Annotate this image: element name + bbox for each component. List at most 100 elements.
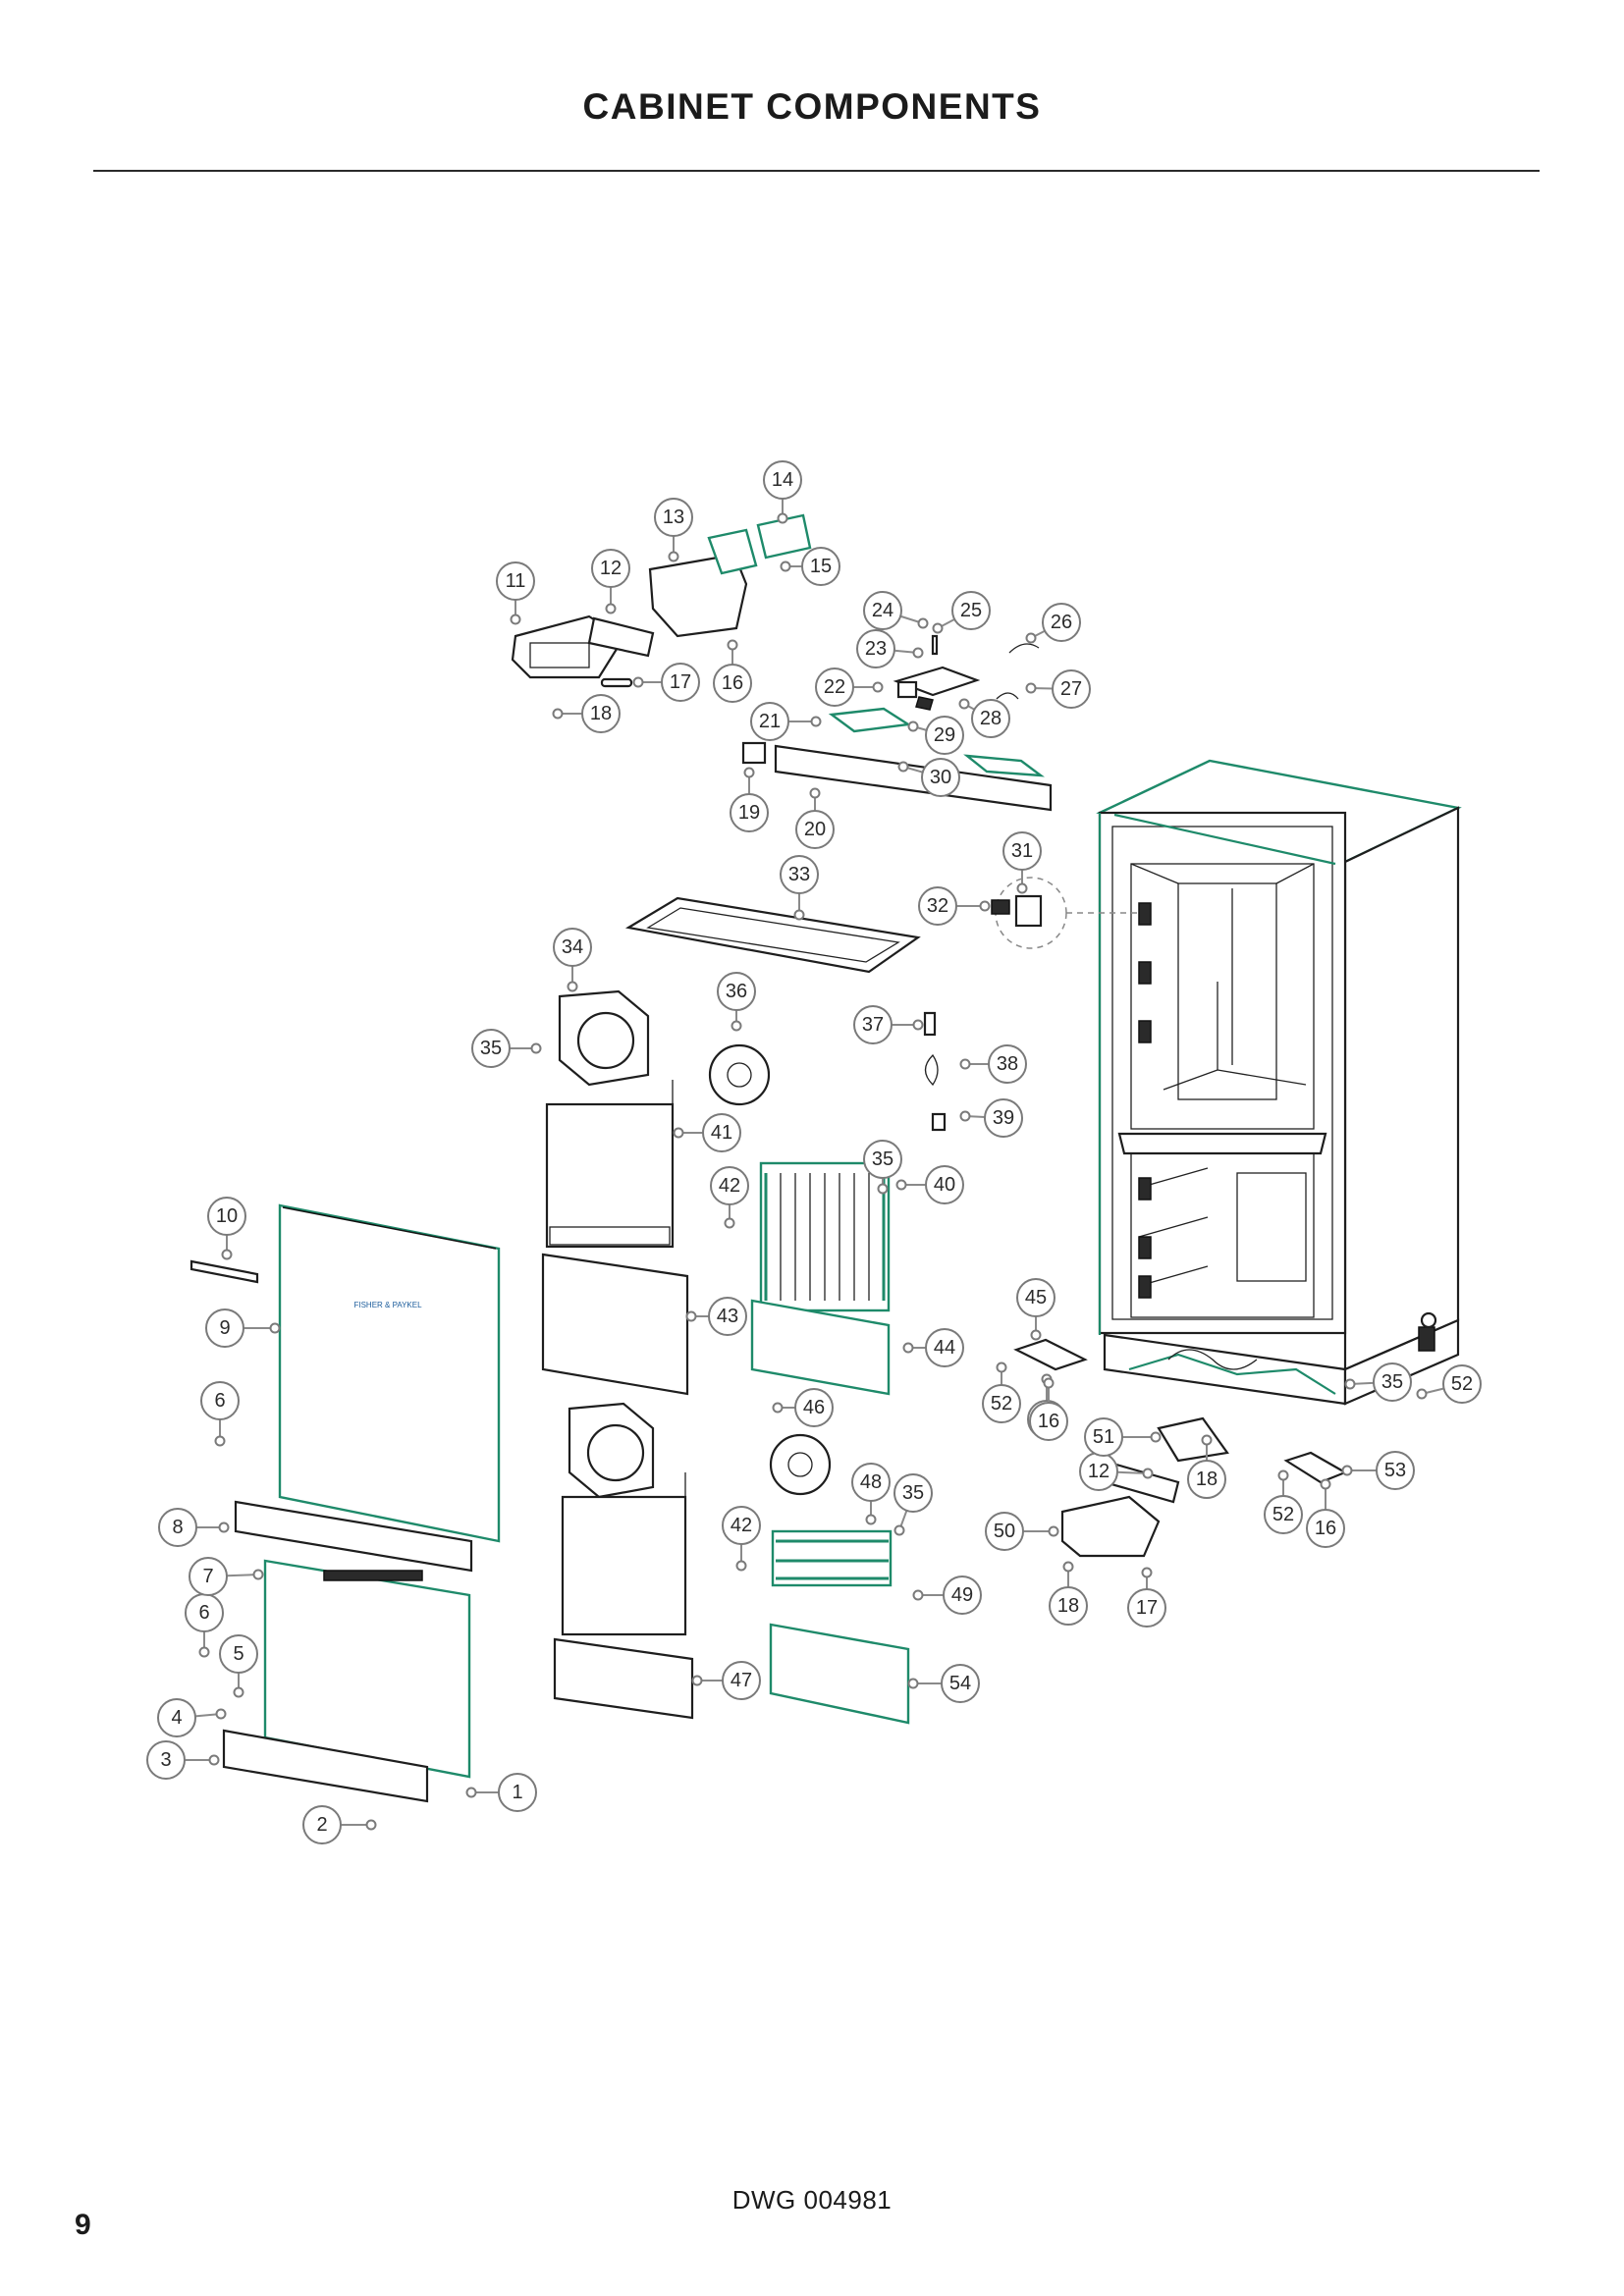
callout-number: 42 (719, 1175, 740, 1197)
callout-17: 17 (632, 663, 700, 702)
leader-dot (777, 512, 788, 524)
callout-29: 29 (907, 716, 964, 755)
callout-circle (1306, 1509, 1345, 1548)
leader-dot (958, 698, 970, 710)
callout-circle (1187, 1460, 1226, 1499)
callout-circle (951, 591, 991, 630)
callout-number: 42 (731, 1515, 752, 1536)
callout-12: 12 (1079, 1452, 1154, 1491)
callout-circle (146, 1740, 186, 1780)
callout-31: 31 (1002, 831, 1042, 894)
callout-number: 41 (711, 1122, 732, 1144)
leader-dot (724, 1217, 735, 1229)
callout-circle (925, 1328, 964, 1367)
callout-number: 18 (1057, 1595, 1079, 1617)
callout-49: 49 (912, 1575, 982, 1615)
callout-circle (925, 1165, 964, 1204)
callout-number: 5 (233, 1643, 244, 1665)
callout-circle (1084, 1417, 1123, 1457)
callout-number: 34 (562, 936, 583, 958)
callout-circle (498, 1773, 537, 1812)
callout-circle (851, 1463, 891, 1502)
leader-dot (727, 639, 738, 651)
callout-13: 13 (654, 498, 693, 562)
callout-41: 41 (673, 1113, 741, 1152)
callout-number: 20 (804, 819, 826, 840)
callout-42: 42 (722, 1506, 761, 1572)
callout-number: 6 (198, 1602, 209, 1624)
callout-47: 47 (691, 1661, 761, 1700)
callout-circle (918, 886, 957, 926)
leader-dot (932, 622, 944, 634)
callout-circle (581, 694, 621, 733)
callout-number: 4 (171, 1707, 182, 1729)
callout-circle (984, 1098, 1023, 1138)
callout-circle (1016, 1278, 1056, 1317)
callout-number: 38 (997, 1053, 1018, 1075)
callout-number: 49 (951, 1584, 973, 1606)
callout-circle (795, 810, 835, 849)
callout-28: 28 (958, 698, 1010, 738)
callout-number: 12 (1088, 1461, 1110, 1482)
callout-18: 18 (1049, 1561, 1088, 1626)
callout-number: 40 (934, 1174, 955, 1196)
door-assembly: FISHER & PAYKEL (189, 1203, 501, 1803)
callout-40: 40 (895, 1165, 964, 1204)
leader-dot (567, 981, 578, 992)
callout-number: 36 (726, 981, 747, 1002)
callout-number: 48 (860, 1471, 882, 1493)
callout-37: 37 (853, 1005, 924, 1044)
callout-35: 35 (1344, 1362, 1412, 1402)
callout-circle (982, 1384, 1021, 1423)
leader-dot (912, 1589, 924, 1601)
upper-fan-evaporator (541, 989, 947, 1396)
callout-number: 2 (316, 1814, 327, 1836)
callout-50: 50 (985, 1512, 1059, 1551)
callout-number: 54 (949, 1673, 971, 1694)
callout-6: 6 (185, 1593, 224, 1658)
leader-dot (897, 761, 909, 773)
callout-1: 1 (465, 1773, 537, 1812)
callout-circle (801, 547, 840, 586)
leader-dot (221, 1249, 233, 1260)
leader-dot (959, 1058, 971, 1070)
callout-number: 32 (927, 895, 948, 917)
callout-number: 16 (1038, 1411, 1059, 1432)
callout-circle (921, 758, 960, 797)
callout-circle (722, 1661, 761, 1700)
leader-dot (214, 1435, 226, 1447)
callout-number: 1 (512, 1782, 522, 1803)
leader-dot (510, 614, 521, 625)
callout-32: 32 (918, 886, 991, 926)
callout-11: 11 (496, 561, 535, 625)
leader-dot (793, 909, 805, 921)
leader-dot (996, 1362, 1007, 1373)
callout-circle (471, 1029, 511, 1068)
callout-number: 37 (862, 1014, 884, 1036)
callout-circle (717, 972, 756, 1011)
callout-54: 54 (907, 1664, 980, 1703)
callout-51: 51 (1084, 1417, 1162, 1457)
callout-21: 21 (750, 702, 822, 741)
leader-dot (530, 1042, 542, 1054)
leader-dot (465, 1787, 477, 1798)
leader-dot (1320, 1478, 1331, 1490)
callout-circle (1264, 1495, 1303, 1534)
callout-16: 16 (1029, 1377, 1068, 1441)
callout-number: 52 (991, 1393, 1012, 1415)
leader-dot (809, 787, 821, 799)
callout-number: 17 (1136, 1597, 1158, 1619)
callout-number: 13 (663, 507, 684, 528)
leader-dot (218, 1522, 230, 1533)
callout-circle (710, 1166, 749, 1205)
leader-dot (743, 767, 755, 778)
leader-dot (269, 1322, 281, 1334)
callout-number: 11 (506, 570, 526, 592)
callout-38: 38 (959, 1044, 1027, 1084)
callout-layer: 1234566789101112121314151616161617171818… (146, 460, 1482, 1844)
callout-number: 27 (1060, 678, 1082, 700)
callout-number: 7 (202, 1566, 213, 1587)
callout-53: 53 (1341, 1451, 1415, 1490)
callout-23: 23 (856, 629, 924, 668)
callout-27: 27 (1025, 669, 1091, 709)
